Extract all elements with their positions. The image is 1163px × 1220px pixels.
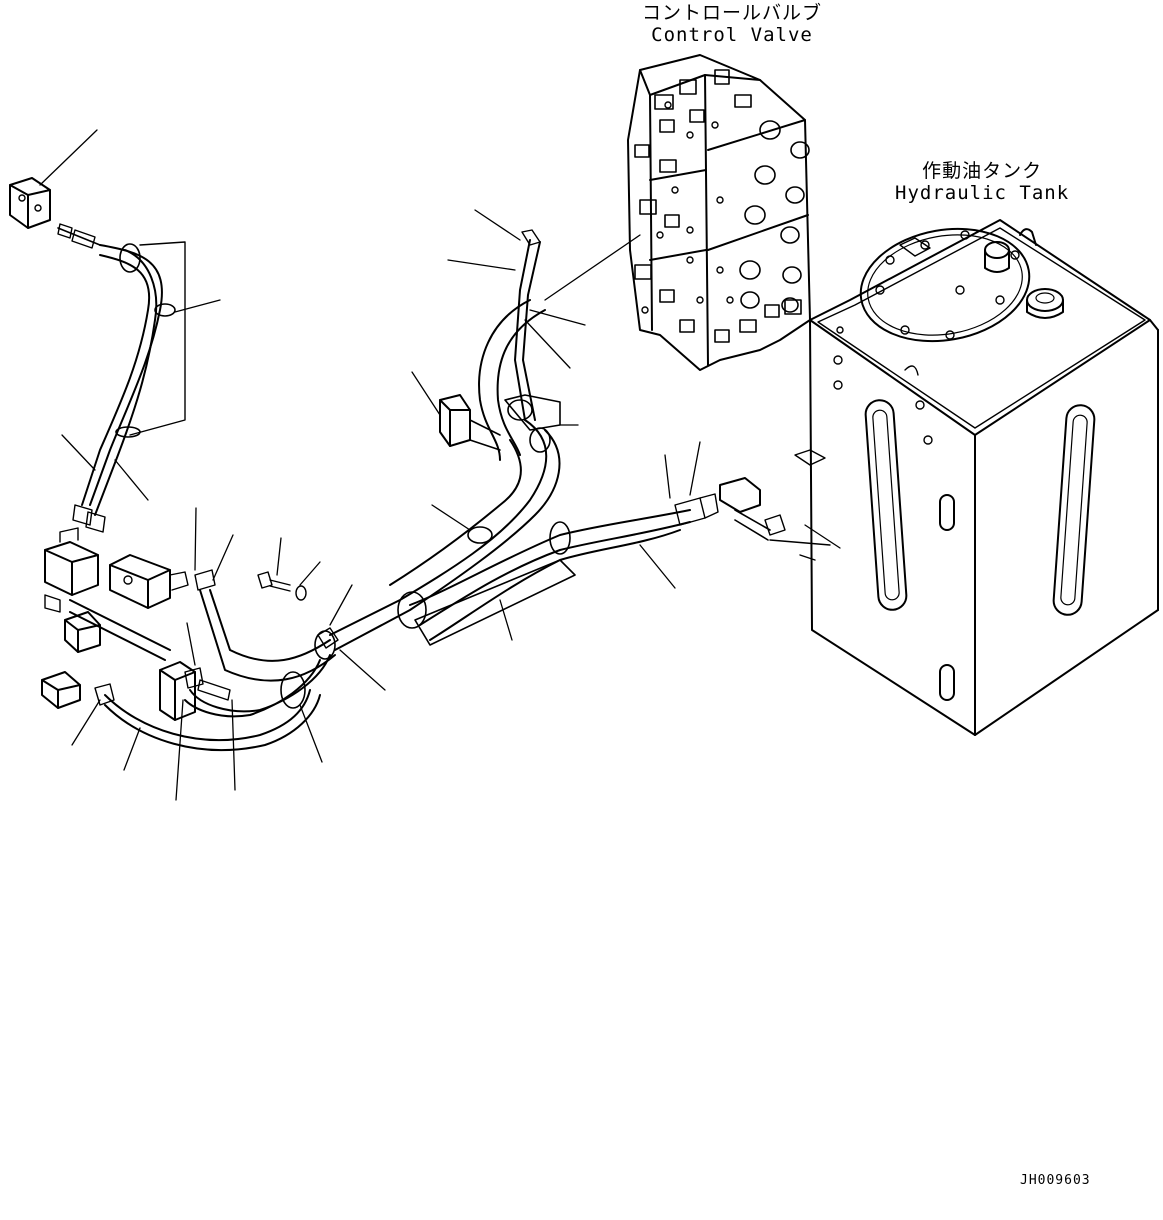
lower-left-blocks [42, 528, 195, 720]
control-valve-label: コントロールバルブ Control Valve [642, 2, 822, 46]
left-hose-assembly [10, 178, 185, 532]
callout-leader-lines [40, 130, 840, 800]
hydraulic-tank-label-en: Hydraulic Tank [895, 182, 1070, 204]
drawing-code: JH009603 [1020, 1173, 1091, 1188]
hydraulic-tank-drawing [795, 216, 1158, 735]
control-valve-label-en: Control Valve [651, 24, 813, 46]
hydraulic-tank-label-jp: 作動油タンク [922, 160, 1043, 182]
hydraulic-tank-label: 作動油タンク Hydraulic Tank [895, 160, 1069, 204]
control-valve-drawing [628, 55, 810, 370]
control-valve-label-jp: コントロールバルブ [642, 2, 823, 24]
main-hose-run [95, 230, 830, 750]
